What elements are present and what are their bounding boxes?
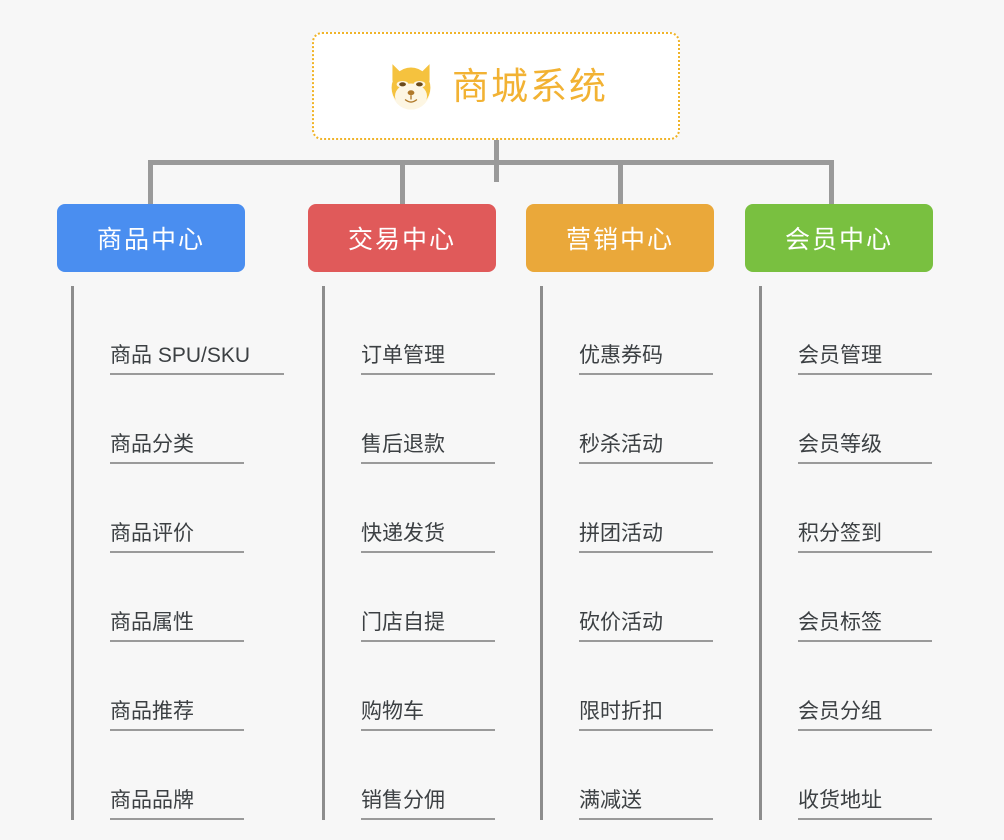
category-header-1-label: 商品中心 [96, 226, 205, 254]
leaf-item[interactable]: 门店自提 [325, 553, 496, 642]
leaf-item-label: 购物车 [361, 700, 495, 731]
leaf-item-label: 秒杀活动 [579, 433, 713, 464]
leaf-item[interactable]: 商品分类 [74, 375, 284, 464]
leaf-item[interactable]: 订单管理 [325, 286, 496, 375]
leaf-item-label: 会员分组 [798, 700, 932, 731]
leaf-item-label: 商品评价 [110, 522, 244, 553]
leaf-item[interactable]: 会员等级 [762, 375, 933, 464]
leaf-item-label: 收货地址 [798, 789, 932, 820]
leaf-item[interactable]: 商品属性 [74, 553, 284, 642]
leaf-item-label: 商品推荐 [110, 700, 244, 731]
leaf-item-label: 快递发货 [361, 522, 495, 553]
category-header-1[interactable]: 商品中心 [57, 204, 245, 272]
leaf-item[interactable]: 秒杀活动 [543, 375, 714, 464]
leaf-item-label: 商品 SPU/SKU [110, 344, 284, 375]
connector-horizontal-bus [148, 160, 834, 165]
leaf-item[interactable]: 快递发货 [325, 464, 496, 553]
category-header-3[interactable]: 营销中心 [526, 204, 714, 272]
leaf-item[interactable]: 会员标签 [762, 553, 933, 642]
leaf-item[interactable]: 售后退款 [325, 375, 496, 464]
leaf-item-label: 商品属性 [110, 611, 244, 642]
connector-drop-1 [148, 160, 153, 206]
leaf-item-label: 限时折扣 [579, 700, 713, 731]
branch-column-3: 营销中心 优惠券码 秒杀活动 拼团活动 砍价活动 限时折扣 满减送 [526, 204, 714, 820]
leaf-item[interactable]: 收货地址 [762, 731, 933, 820]
category-header-4[interactable]: 会员中心 [745, 204, 933, 272]
leaf-item[interactable]: 购物车 [325, 642, 496, 731]
leaf-item-label: 拼团活动 [579, 522, 713, 553]
leaf-item[interactable]: 满减送 [543, 731, 714, 820]
leaf-item-label: 会员等级 [798, 433, 932, 464]
leaf-item-label: 会员标签 [798, 611, 932, 642]
leaf-item-label: 积分签到 [798, 522, 932, 553]
leaf-item[interactable]: 商品品牌 [74, 731, 284, 820]
root-title: 商城系统 [452, 65, 608, 107]
leaf-item-label: 销售分佣 [361, 789, 495, 820]
leaf-item-label: 商品分类 [110, 433, 244, 464]
category-header-2[interactable]: 交易中心 [308, 204, 496, 272]
leaf-item-label: 砍价活动 [579, 611, 713, 642]
leaf-item[interactable]: 商品 SPU/SKU [74, 286, 284, 375]
leaf-item[interactable]: 限时折扣 [543, 642, 714, 731]
branch-column-4: 会员中心 会员管理 会员等级 积分签到 会员标签 会员分组 收货地址 [745, 204, 933, 820]
leaf-list-2: 订单管理 售后退款 快递发货 门店自提 购物车 销售分佣 [322, 286, 496, 820]
leaf-item[interactable]: 砍价活动 [543, 553, 714, 642]
leaf-item[interactable]: 积分签到 [762, 464, 933, 553]
leaf-item[interactable]: 商品评价 [74, 464, 284, 553]
leaf-item[interactable]: 优惠券码 [543, 286, 714, 375]
connector-drop-2 [400, 160, 405, 206]
branch-column-2: 交易中心 订单管理 售后退款 快递发货 门店自提 购物车 销售分佣 [308, 204, 496, 820]
leaf-list-3: 优惠券码 秒杀活动 拼团活动 砍价活动 限时折扣 满减送 [540, 286, 714, 820]
connector-drop-3 [618, 160, 623, 206]
leaf-list-1: 商品 SPU/SKU 商品分类 商品评价 商品属性 商品推荐 商品品牌 [71, 286, 284, 820]
leaf-item-label: 满减送 [579, 789, 713, 820]
leaf-item-label: 优惠券码 [579, 344, 713, 375]
leaf-item[interactable]: 拼团活动 [543, 464, 714, 553]
leaf-item[interactable]: 商品推荐 [74, 642, 284, 731]
root-node[interactable]: 商城系统 [312, 32, 680, 140]
leaf-item-label: 订单管理 [361, 344, 495, 375]
leaf-item[interactable]: 会员管理 [762, 286, 933, 375]
category-header-3-label: 营销中心 [565, 226, 674, 254]
leaf-item-label: 门店自提 [361, 611, 495, 642]
category-header-4-label: 会员中心 [784, 226, 893, 254]
leaf-item[interactable]: 会员分组 [762, 642, 933, 731]
leaf-item-label: 商品品牌 [110, 789, 244, 820]
leaf-item-label: 售后退款 [361, 433, 495, 464]
connector-drop-4 [829, 160, 834, 206]
leaf-item-label: 会员管理 [798, 344, 932, 375]
shiba-dog-icon [391, 64, 431, 110]
leaf-list-4: 会员管理 会员等级 积分签到 会员标签 会员分组 收货地址 [759, 286, 933, 820]
leaf-item[interactable]: 销售分佣 [325, 731, 496, 820]
branch-column-1: 商品中心 商品 SPU/SKU 商品分类 商品评价 商品属性 商品推荐 商品品牌 [57, 204, 284, 820]
category-header-2-label: 交易中心 [347, 226, 456, 254]
